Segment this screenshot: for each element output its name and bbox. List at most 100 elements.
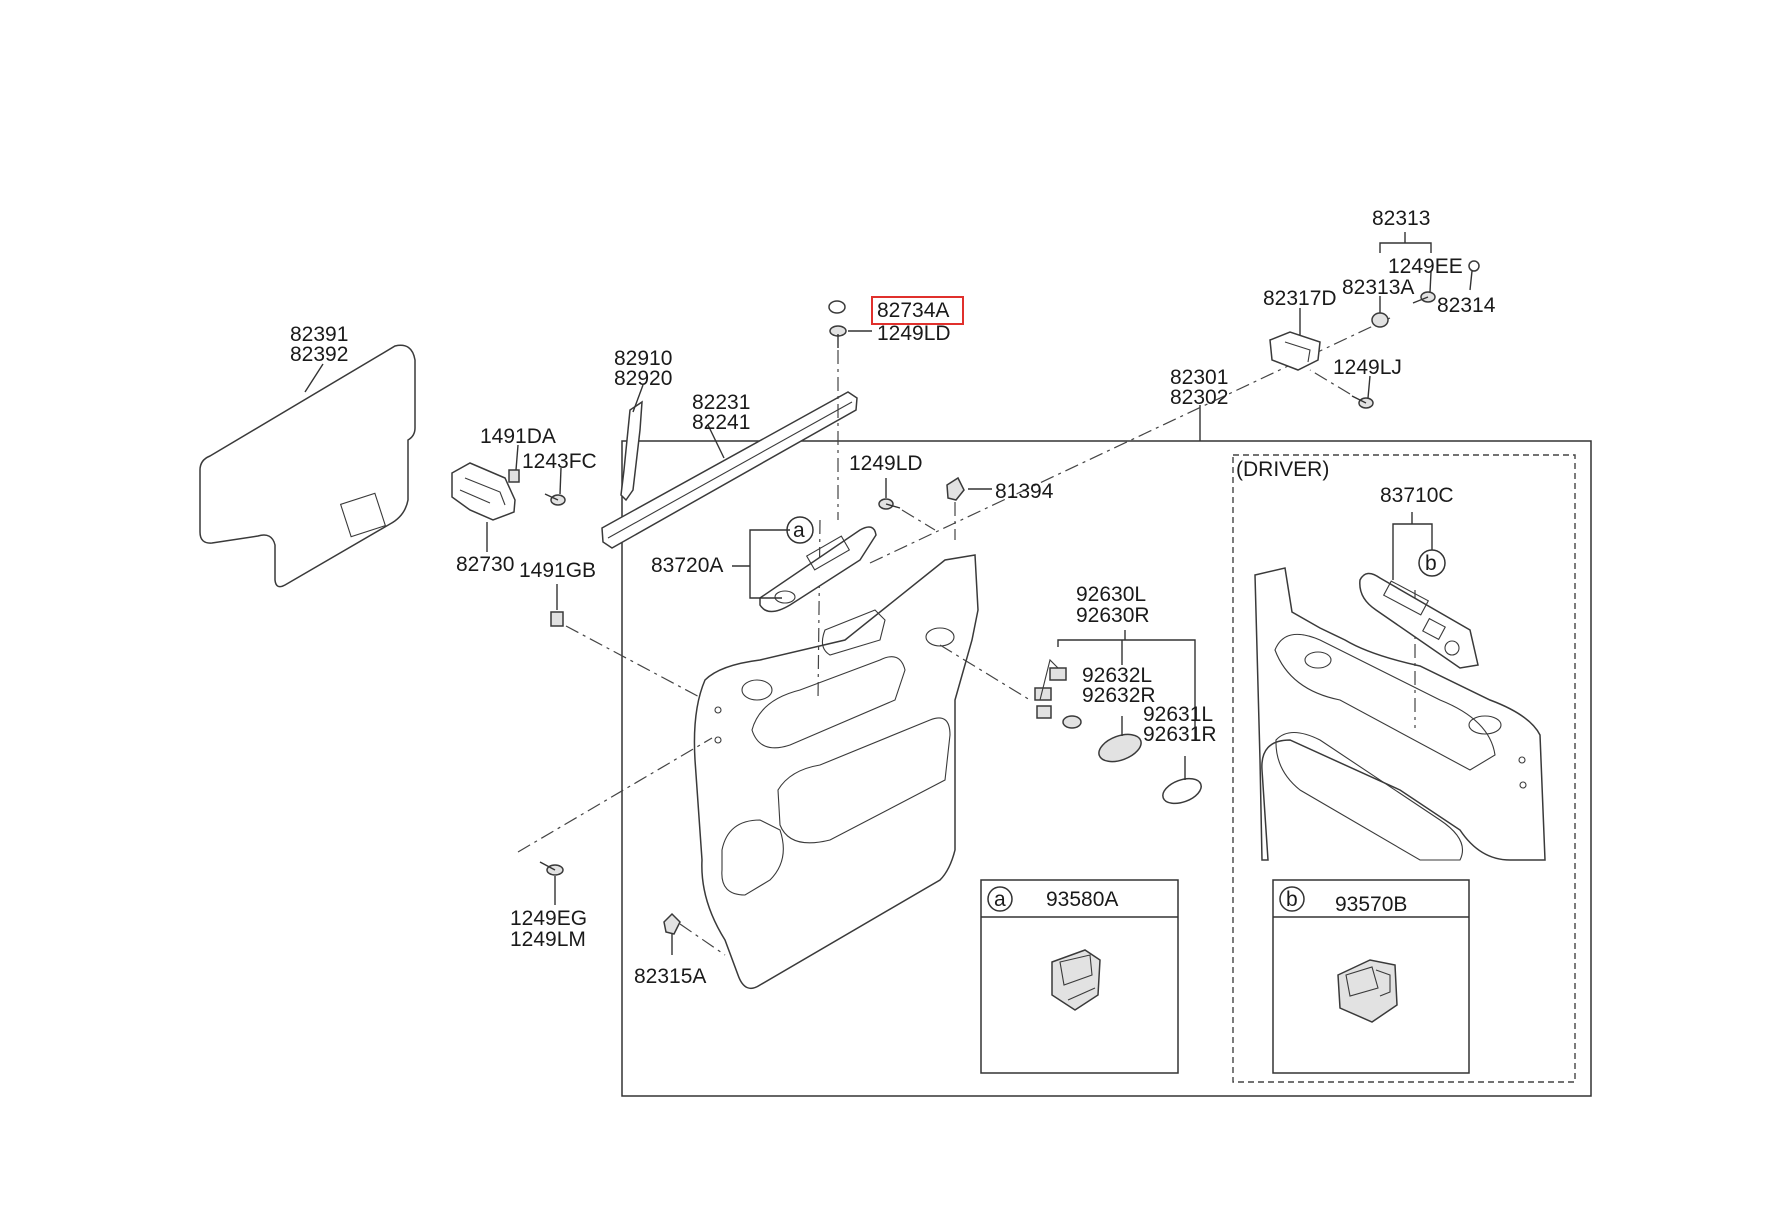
panel-handle-recess — [821, 609, 886, 656]
leader-1249EE — [1429, 271, 1432, 293]
label-1243FC: 1243FC — [522, 450, 597, 473]
bracket-82317D-detail — [1284, 341, 1311, 363]
label-82730: 82730 — [456, 553, 514, 576]
panel-inner-handle — [925, 627, 955, 647]
driver-panel-pocket — [1275, 731, 1464, 861]
label-92632R: 92632R — [1082, 684, 1156, 707]
label-82241: 82241 — [692, 411, 750, 434]
label-1249LD-top: 1249LD — [877, 322, 951, 345]
callout-circle-a[interactable] — [786, 516, 814, 544]
bulb-92632[interactable] — [1062, 715, 1082, 729]
weatherstrip-edge — [607, 401, 853, 539]
insulation-pad[interactable] — [199, 344, 416, 588]
label-82315A: 82315A — [634, 965, 706, 988]
label-92631R: 92631R — [1143, 723, 1217, 746]
door-trim-panel[interactable] — [693, 554, 979, 990]
leader-1491DA — [515, 444, 519, 471]
power-window-switch-93570B[interactable] — [1337, 959, 1398, 1023]
label-82391: 82391 — [290, 323, 348, 346]
bracket-detail — [459, 477, 506, 506]
driver-panel-hole-1 — [1518, 756, 1526, 764]
screw-1249EG[interactable] — [539, 861, 564, 876]
clip-1491GB[interactable] — [550, 611, 564, 627]
label-92630L: 92630L — [1076, 583, 1146, 606]
label-82313: 82313 — [1372, 207, 1430, 230]
lens-92632[interactable] — [1095, 729, 1145, 767]
label-92630R: 92630R — [1076, 604, 1150, 627]
insulation-pad-cutout — [339, 492, 387, 538]
panel-lock-knob — [741, 679, 773, 701]
leader-82391 — [304, 363, 324, 393]
leader-1249LJ — [1367, 375, 1371, 399]
switch-panel-83710C-switch — [1422, 617, 1446, 641]
driver-door-trim-panel[interactable] — [1254, 567, 1546, 861]
clip-81394[interactable] — [946, 476, 965, 501]
label-93580A: 93580A — [1046, 888, 1118, 911]
detail-box-b — [1272, 879, 1470, 1074]
power-window-switch-93580A[interactable] — [1051, 949, 1101, 1011]
label-82302: 82302 — [1170, 386, 1228, 409]
label-82231: 82231 — [692, 391, 750, 414]
dashline-1491GB — [565, 625, 706, 701]
label-1249EE: 1249EE — [1388, 255, 1463, 278]
panel-hole-2 — [714, 736, 722, 744]
leader-82314 — [1469, 270, 1473, 291]
dashline-1249LJ — [1309, 369, 1351, 395]
screw-1243FC[interactable] — [544, 493, 566, 506]
screw-1249LD-mid[interactable] — [878, 498, 901, 510]
switch-panel-83710C[interactable] — [1359, 572, 1479, 669]
cap-82734A[interactable] — [828, 300, 846, 314]
label-82317D: 82317D — [1263, 287, 1337, 310]
dashline-1249EG — [517, 737, 713, 853]
bracket-82317D[interactable] — [1269, 331, 1321, 371]
bracket-83710C — [1392, 512, 1433, 580]
label-82910: 82910 — [614, 347, 672, 370]
label-93570B: 93570B — [1335, 893, 1407, 916]
label-83710C: 83710C — [1380, 484, 1454, 507]
main-assembly-box — [621, 440, 1592, 1097]
callout-circle-b[interactable] — [1418, 549, 1446, 577]
leader-82231 — [707, 424, 725, 459]
label-1491GB: 1491GB — [519, 559, 596, 582]
callout-a-text: a — [793, 519, 805, 542]
leader-1243FC — [559, 467, 562, 495]
connector-92630[interactable] — [1034, 658, 1067, 719]
switch-panel-83720A[interactable] — [759, 526, 877, 613]
dashline-1249LD-mid — [901, 509, 936, 531]
dashline-82315A — [679, 923, 726, 956]
label-driver: (DRIVER) — [1236, 458, 1329, 481]
switch-panel-83710C-knob — [1444, 640, 1460, 656]
driver-box — [1232, 454, 1576, 1083]
cap-82314[interactable] — [1468, 260, 1480, 272]
label-82301: 82301 — [1170, 366, 1228, 389]
clip-82315A[interactable] — [663, 912, 681, 935]
nut-82313A[interactable] — [1371, 312, 1389, 328]
label-82313A: 82313A — [1342, 276, 1414, 299]
bracket-92630 — [1057, 630, 1196, 740]
trim-strip-82910[interactable] — [620, 400, 643, 502]
label-1249EG: 1249EG — [510, 907, 587, 930]
label-92631L: 92631L — [1143, 703, 1213, 726]
pull-handle-bracket[interactable] — [451, 462, 516, 521]
label-1491DA: 1491DA — [480, 425, 556, 448]
driver-panel-handle — [1468, 715, 1502, 735]
screw-1249LD-top[interactable] — [829, 325, 847, 348]
highlight-82734A — [871, 296, 964, 325]
driver-panel-lock — [1304, 651, 1332, 669]
detail-a-marker-text: a — [994, 888, 1006, 911]
screw-1249LJ[interactable] — [1351, 395, 1374, 409]
driver-panel-hole-2 — [1519, 781, 1527, 789]
label-1249LM: 1249LM — [510, 928, 586, 951]
label-82920: 82920 — [614, 367, 672, 390]
lens-92631[interactable] — [1159, 774, 1204, 808]
label-92632L: 92632L — [1082, 664, 1152, 687]
switch-panel-83710C-slot — [1382, 580, 1430, 616]
label-82314: 82314 — [1437, 294, 1496, 317]
panel-pocket — [777, 717, 951, 844]
panel-armrest-contour — [751, 656, 906, 749]
bracket-clip — [508, 469, 520, 483]
detail-b-marker — [1279, 886, 1305, 912]
screw-1249EE[interactable] — [1412, 291, 1436, 304]
detail-a-marker — [987, 886, 1013, 912]
label-83720A: 83720A — [651, 554, 723, 577]
